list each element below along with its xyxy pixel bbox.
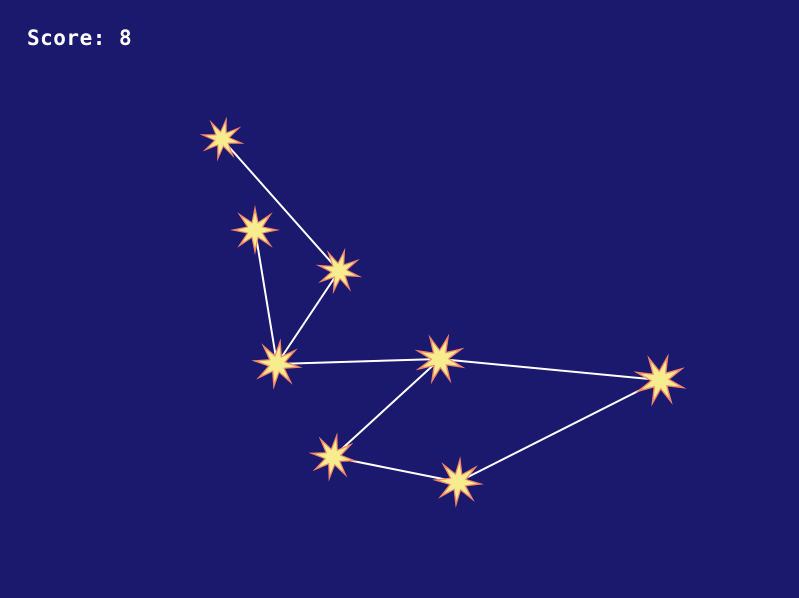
star-1-icon[interactable]	[199, 116, 245, 162]
link-star-5-star-6	[332, 358, 441, 458]
star-5-inner-shape	[421, 340, 459, 378]
link-star-5-star-8	[439, 358, 661, 381]
star-3-icon[interactable]	[315, 247, 363, 295]
link-star-2-star-4	[254, 229, 278, 365]
star-4-inner-shape	[258, 345, 296, 383]
star-6-icon[interactable]	[308, 432, 358, 482]
star-8-inner-shape	[640, 360, 680, 400]
star-6-inner-shape	[315, 439, 351, 475]
constellation-links	[221, 138, 661, 483]
star-2-icon[interactable]	[230, 205, 280, 255]
star-5-icon[interactable]	[414, 333, 466, 385]
star-4-icon[interactable]	[251, 338, 303, 390]
link-star-1-star-3	[221, 138, 340, 272]
constellation-stars	[199, 116, 687, 508]
link-star-4-star-5	[276, 358, 441, 365]
score-display: Score: 8	[27, 26, 133, 50]
star-7-inner-shape	[439, 463, 477, 501]
star-8-icon[interactable]	[633, 353, 687, 407]
link-star-3-star-4	[276, 270, 340, 365]
star-2-inner-shape	[237, 212, 273, 248]
link-star-7-star-8	[457, 379, 661, 483]
star-1-inner-shape	[205, 122, 239, 156]
star-7-icon[interactable]	[432, 456, 484, 508]
star-3-inner-shape	[322, 254, 356, 288]
